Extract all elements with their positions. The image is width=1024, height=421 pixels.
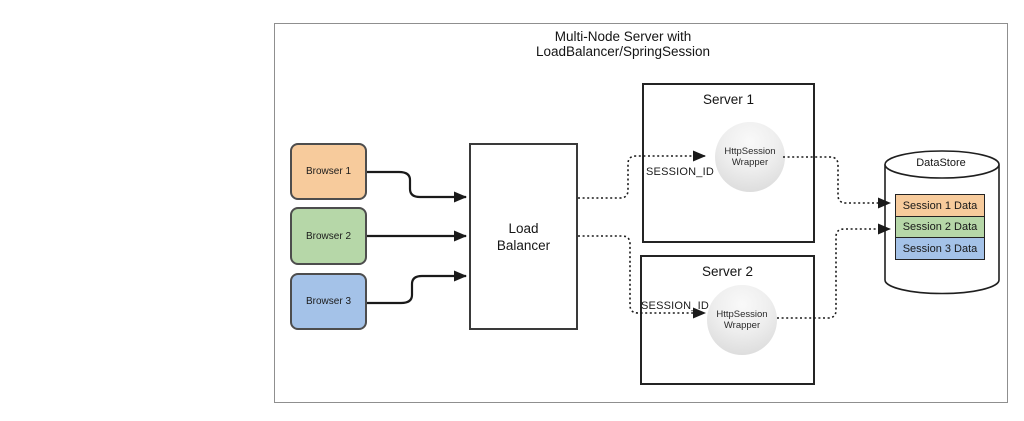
browser-2-label: Browser 2 xyxy=(305,230,351,242)
datastore-rows: Session 1 Data Session 2 Data Session 3 … xyxy=(895,194,985,260)
browser-3-node: Browser 3 xyxy=(290,273,367,330)
server-2-httpsession-wrapper: HttpSession Wrapper xyxy=(707,285,777,355)
browser-2-node: Browser 2 xyxy=(290,207,367,265)
server-2-title: Server 2 xyxy=(701,264,754,279)
session-3-data-label: Session 3 Data xyxy=(902,242,978,255)
session-1-data-label: Session 1 Data xyxy=(902,199,978,212)
load-balancer-label: Load Balancer xyxy=(496,220,551,253)
session-2-data-row: Session 2 Data xyxy=(895,215,985,239)
server-1-title: Server 1 xyxy=(702,92,755,107)
server-1-wrapper-label: HttpSession Wrapper xyxy=(724,145,776,169)
diagram-title: Multi-Node Server with LoadBalancer/Spri… xyxy=(535,29,711,59)
session-3-data-row: Session 3 Data xyxy=(895,237,985,260)
server-1-session-id-label: SESSION_ID xyxy=(646,166,715,178)
session-2-data-label: Session 2 Data xyxy=(902,221,978,233)
browser-1-label: Browser 1 xyxy=(305,166,351,177)
load-balancer-node: Load Balancer xyxy=(469,143,578,330)
datastore-title: DataStore xyxy=(916,157,966,169)
server-2-wrapper-label: HttpSession Wrapper xyxy=(716,308,768,332)
browser-3-label: Browser 3 xyxy=(305,296,351,307)
server-1-httpsession-wrapper: HttpSession Wrapper xyxy=(715,122,785,192)
server-2-session-id-label: SESSION_ID xyxy=(641,300,710,312)
session-1-data-row: Session 1 Data xyxy=(895,194,985,217)
browser-1-node: Browser 1 xyxy=(290,143,367,200)
